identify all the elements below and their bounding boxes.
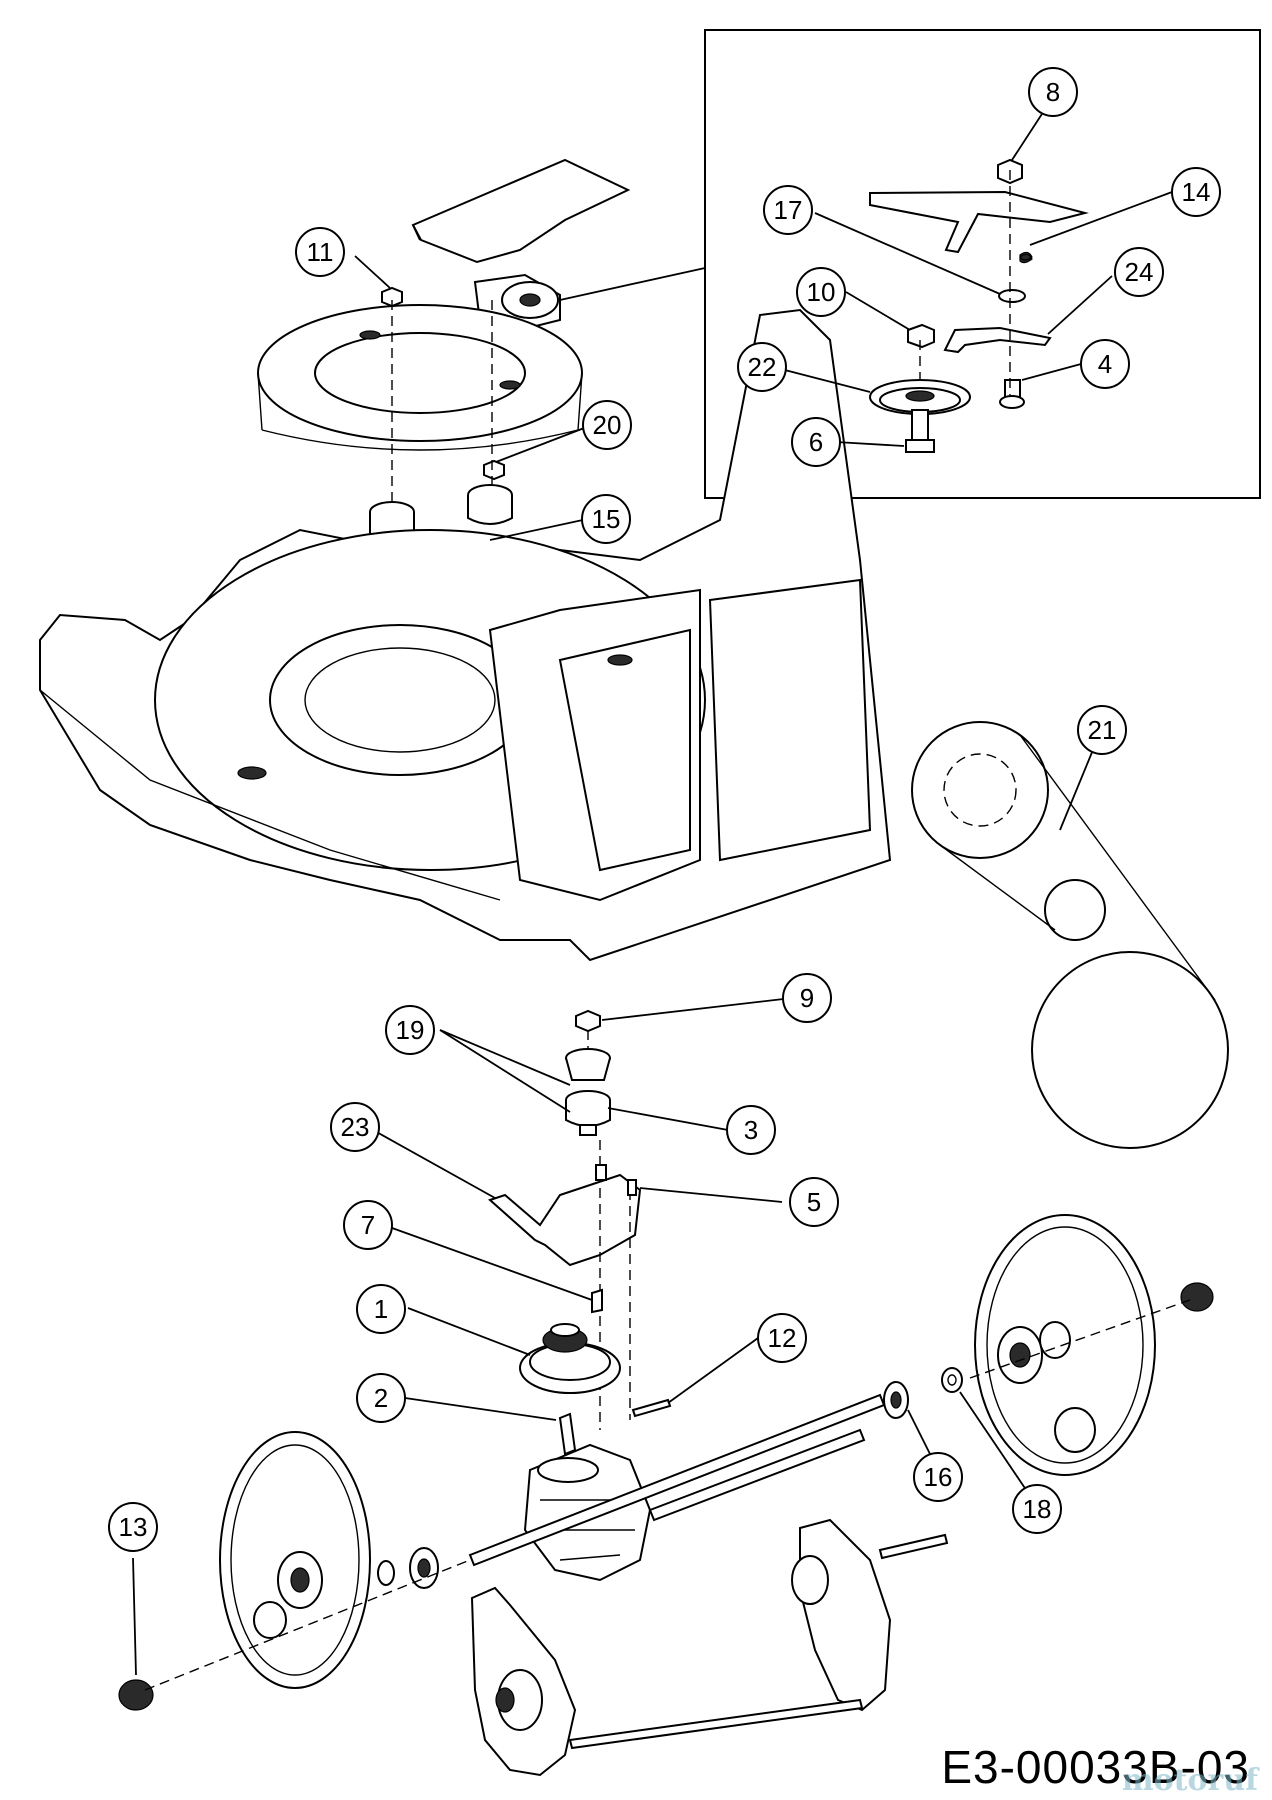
callout-label: 23 <box>341 1112 370 1142</box>
height-adjuster-rear <box>791 1518 892 1712</box>
watermark-logo: motoruf <box>1121 1763 1258 1798</box>
damper-right <box>467 484 513 568</box>
callout-4: 4 <box>1080 339 1130 389</box>
callout-9: 9 <box>782 973 832 1023</box>
callout-5: 5 <box>789 1177 839 1227</box>
callout-15: 15 <box>581 494 631 544</box>
nut-11 <box>381 286 403 308</box>
callout-7: 7 <box>343 1200 393 1250</box>
callout-23: 23 <box>330 1102 380 1152</box>
callout-18: 18 <box>1012 1484 1062 1534</box>
callout-21: 21 <box>1077 705 1127 755</box>
callout-label: 16 <box>924 1462 953 1492</box>
callout-label: 14 <box>1182 177 1211 207</box>
callout-label: 4 <box>1098 349 1112 379</box>
callout-label: 12 <box>768 1323 797 1353</box>
callout-label: 20 <box>593 410 622 440</box>
callout-label: 24 <box>1125 257 1154 287</box>
control-bracket-plate <box>411 158 631 264</box>
inset-detail-box <box>559 29 1261 499</box>
callout-label: 18 <box>1023 1494 1052 1524</box>
callout-label: 10 <box>807 277 836 307</box>
diagram-code: E3-00033B-03 <box>941 1741 1250 1793</box>
callout-12: 12 <box>757 1313 807 1363</box>
callout-6: 6 <box>791 417 841 467</box>
callout-label: 22 <box>748 352 777 382</box>
callout-2: 2 <box>356 1373 406 1423</box>
left-bearings <box>377 1547 439 1589</box>
callout-3: 3 <box>726 1105 776 1155</box>
callout-14: 14 <box>1171 167 1221 217</box>
callout-label: 19 <box>396 1015 425 1045</box>
callout-19: 19 <box>385 1005 435 1055</box>
callout-label: 8 <box>1046 77 1060 107</box>
callout-label: 15 <box>592 504 621 534</box>
gear-left <box>118 1679 154 1711</box>
callout-label: 1 <box>374 1294 388 1324</box>
callout-24: 24 <box>1114 247 1164 297</box>
callout-label: 13 <box>119 1512 148 1542</box>
pin-12 <box>631 1398 672 1418</box>
callout-label: 2 <box>374 1383 388 1413</box>
callout-16: 16 <box>913 1452 963 1502</box>
callout-label: 21 <box>1088 715 1117 745</box>
pulley-stack <box>565 1009 611 1136</box>
callout-13: 13 <box>108 1502 158 1552</box>
callout-label: 5 <box>807 1187 821 1217</box>
motor-mount-ring <box>257 304 583 451</box>
leader-lines <box>132 96 1173 1676</box>
rear-wheel-left <box>219 1431 371 1689</box>
callout-8: 8 <box>1028 67 1078 117</box>
callout-10: 10 <box>796 267 846 317</box>
height-adjuster-front <box>470 1586 577 1777</box>
mower-deck <box>39 308 892 962</box>
callout-17: 17 <box>763 185 813 235</box>
bearing-16 <box>883 1381 909 1419</box>
washer-18 <box>941 1367 963 1393</box>
drive-belt <box>911 721 1229 1149</box>
gearbox-pulley <box>519 1288 621 1394</box>
callout-label: 6 <box>809 427 823 457</box>
gear-right <box>1180 1282 1214 1312</box>
callout-label: 7 <box>361 1210 375 1240</box>
callout-20: 20 <box>582 400 632 450</box>
callout-1: 1 <box>356 1284 406 1334</box>
callout-11: 11 <box>295 227 345 277</box>
callout-22: 22 <box>737 342 787 392</box>
callout-label: 3 <box>744 1115 758 1145</box>
callout-label: 11 <box>307 237 334 267</box>
front-axle <box>568 1533 949 1750</box>
callout-label: 17 <box>774 195 803 225</box>
nut-20 <box>483 459 505 481</box>
callout-label: 9 <box>800 983 814 1013</box>
